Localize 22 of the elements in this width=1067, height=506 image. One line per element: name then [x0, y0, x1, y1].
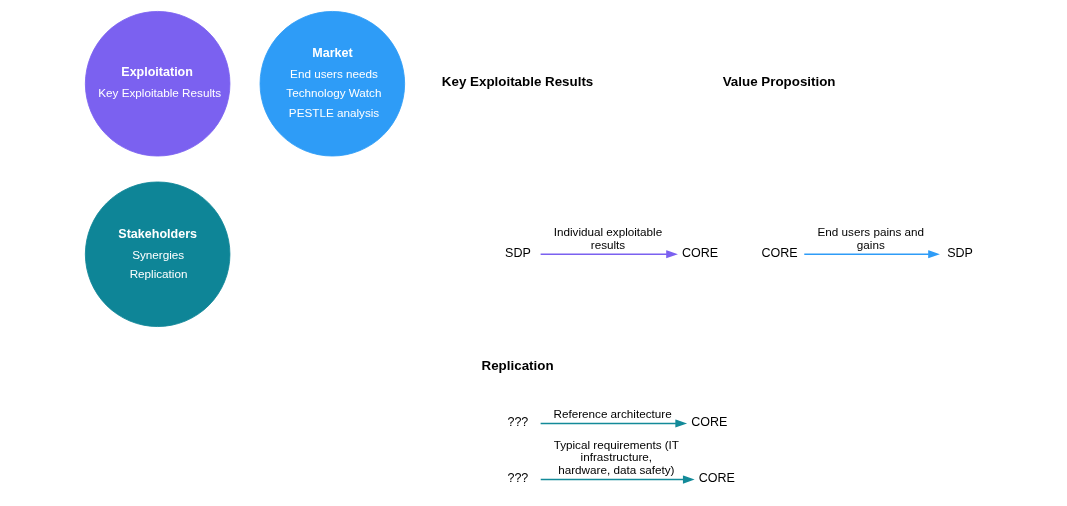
node-text: CORE — [698, 471, 735, 486]
node-text: ??? — [506, 471, 528, 486]
edge-label: Typical requirements (IT infrastructure, hardware, data safety) — [553, 437, 679, 476]
arrow — [539, 250, 678, 259]
edge-label: End users pains and gains — [817, 225, 924, 251]
label: Value Proposition — [722, 74, 836, 90]
label: Key Exploitable Results — [441, 74, 593, 90]
node-circle: Stakeholders Synergies Replication — [84, 181, 230, 327]
node-text: ??? — [506, 415, 528, 430]
edge-label: Individual exploitable results — [553, 225, 662, 251]
node-text: CORE — [690, 415, 727, 430]
label: Replication — [481, 357, 554, 373]
node-circle: Market End users needs Technology Watch PESTLE analysis — [259, 11, 405, 157]
arrow — [539, 419, 687, 428]
node-text: CORE — [760, 246, 798, 261]
node-text: SDP — [504, 246, 531, 261]
arrow — [539, 475, 695, 484]
node-circle: Exploitation Key Exploitable Results — [84, 11, 230, 157]
node-text: SDP — [946, 246, 973, 261]
node-text: CORE — [681, 246, 718, 261]
arrow — [802, 250, 940, 259]
edge-label: Reference architecture — [552, 406, 672, 420]
